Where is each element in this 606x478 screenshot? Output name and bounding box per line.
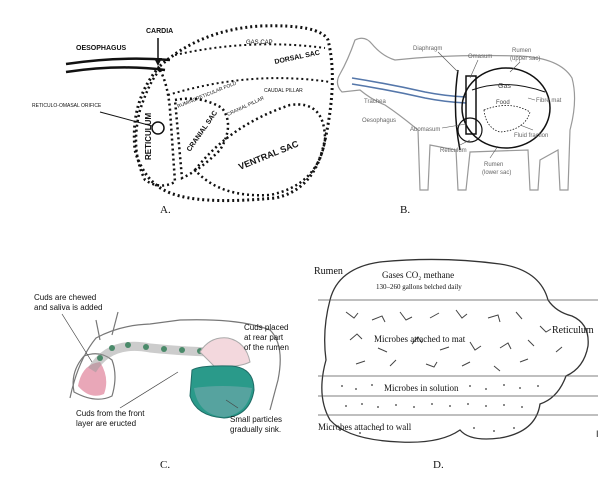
label-c-chewed-2: and saliva is added: [34, 303, 103, 312]
label-c-placed-3: of the rumen: [244, 343, 289, 352]
reticulum-shape: [134, 67, 177, 187]
rumen-outline-d: [321, 258, 589, 443]
oesophagus-tube-b: [351, 83, 467, 104]
label-b-fluid-fraction: Fluid fraction: [514, 133, 548, 139]
label-d-microbes-mat: Microbes attached to mat: [374, 334, 466, 344]
label-b-omasum: Omasum: [468, 54, 492, 60]
label-b-rumen-lower: Rumen: [484, 162, 503, 168]
ventral-sac-shape: [193, 103, 327, 197]
label-a-oesophagus: OESOPHAGUS: [76, 45, 127, 52]
label-a-gas-cap: GAS CAP: [246, 40, 273, 46]
caption-c: C.: [160, 459, 170, 471]
label-c-chewed-1: Cuds are chewed: [34, 293, 96, 302]
cow-head-c: [72, 353, 116, 400]
caption-b: B.: [400, 204, 410, 216]
leader-b-rumen: [509, 61, 521, 73]
label-c-sink-1: Small particles: [230, 415, 282, 424]
label-b-rumen-upper: Rumen: [512, 48, 531, 54]
bolus: [109, 345, 115, 351]
label-d-rumen: Rumen: [314, 266, 343, 277]
label-d-gallons: 130–260 gallons belched daily: [376, 283, 462, 291]
leader-b-rumen-lower: [489, 145, 499, 159]
label-c-placed-1: Cuds placed: [244, 323, 288, 332]
fibre-mat: [345, 309, 563, 372]
leader-b-abomasum: [441, 123, 467, 129]
label-a-reticulum: RETICULUM: [144, 113, 153, 160]
gas-cap-line: [174, 43, 326, 56]
cranial-sac-shape: [173, 97, 230, 180]
label-c-front-2: layer are eructed: [76, 419, 136, 428]
label-c-sink-2: gradually sink.: [230, 425, 281, 434]
leader-b-fluid: [519, 124, 534, 131]
rumen-top-c: [199, 337, 251, 367]
oesophagus-tube-lower: [65, 66, 166, 74]
label-a-cranial-pillar: CRANIAL PILLAR: [226, 95, 265, 118]
bolus: [179, 347, 185, 353]
caption-d: D.: [433, 459, 444, 471]
reticulum-shape-b: [457, 117, 483, 143]
label-d-gases: Gases CO₂ methane: [382, 270, 454, 280]
label-a-cardia: CARDIA: [146, 28, 173, 35]
rumen-shape-b: [461, 67, 551, 149]
bolus: [161, 346, 167, 352]
mouth-region: [78, 362, 107, 396]
label-a-ventral-sac: VENTRAL SAC: [237, 138, 300, 171]
label-c-front-1: Cuds from the front: [76, 409, 145, 418]
cow-outline: [336, 37, 576, 191]
leader-b-fibre: [527, 97, 536, 101]
microbe-dots: [339, 384, 539, 434]
cardia-arrowhead: [154, 58, 162, 66]
label-a-cranial-sac: CRANIAL SAC: [186, 110, 219, 153]
label-c-placed-2: at rear part: [244, 333, 284, 342]
label-b-trachea: Trachea: [364, 99, 386, 105]
leader-c-chewed: [61, 313, 93, 363]
leader-b-diaphragm: [437, 51, 459, 73]
label-a-caudal-pillar: CAUDAL PILLAR: [264, 88, 303, 94]
orifice-leader: [99, 111, 153, 127]
leader-c-sink: [225, 399, 239, 409]
leader-b-omasum: [469, 59, 479, 79]
bolus: [97, 355, 103, 361]
caption-a: A.: [160, 204, 171, 216]
bolus: [125, 342, 131, 348]
label-a-dorsal-sac: DORSAL SAC: [274, 50, 321, 66]
rumen-inner-b: [471, 83, 546, 93]
panel-c: Cuds are chewed and saliva is added Cuds…: [34, 293, 289, 471]
panel-b: Diaphragm Omasum Rumen (upper sac) Gas F…: [336, 37, 576, 216]
trachea-tube: [351, 77, 467, 98]
rumen-lower-c: [194, 386, 252, 417]
label-b-oesophagus: Oesophagus: [362, 118, 396, 124]
diaphragm-line: [454, 69, 461, 151]
label-b-gas: Gas: [498, 83, 511, 90]
label-b-fibre-mat: Fibre mat: [536, 98, 562, 104]
oesophagus-tube: [65, 57, 171, 66]
orifice-circle: [151, 121, 165, 135]
panel-d: Rumen Gases CO₂ methane 130–260 gallons …: [314, 258, 599, 471]
leader-c-front: [119, 371, 179, 409]
panel-a: OESOPHAGUS CARDIA GAS CAP DORSAL SAC RUM…: [32, 24, 334, 216]
label-b-reticulum: Reticulum: [440, 148, 467, 154]
label-a-reticulo-omasal: RETICULO-OMASAL ORIFICE: [32, 103, 102, 109]
cow-outline-c: [69, 311, 281, 411]
leader-b-reticulum: [457, 139, 471, 147]
bolus: [143, 344, 149, 350]
label-d-tick: I: [596, 429, 599, 439]
label-b-abomasum: Abomasum: [410, 127, 440, 133]
label-b-upper-sac: (upper sac): [510, 56, 540, 62]
label-d-microbes-solution: Microbes in solution: [384, 383, 459, 393]
label-d-microbes-wall: Microbes attached to wall: [318, 422, 412, 432]
dorsal-sac-line: [167, 77, 331, 96]
label-b-lower-sac: (lower sac): [482, 170, 511, 176]
food-region-b: [483, 105, 531, 133]
label-b-diaphragm: Diaphragm: [413, 46, 442, 52]
label-b-food: Food: [496, 100, 510, 106]
label-d-reticulum: Reticulum: [552, 325, 594, 336]
